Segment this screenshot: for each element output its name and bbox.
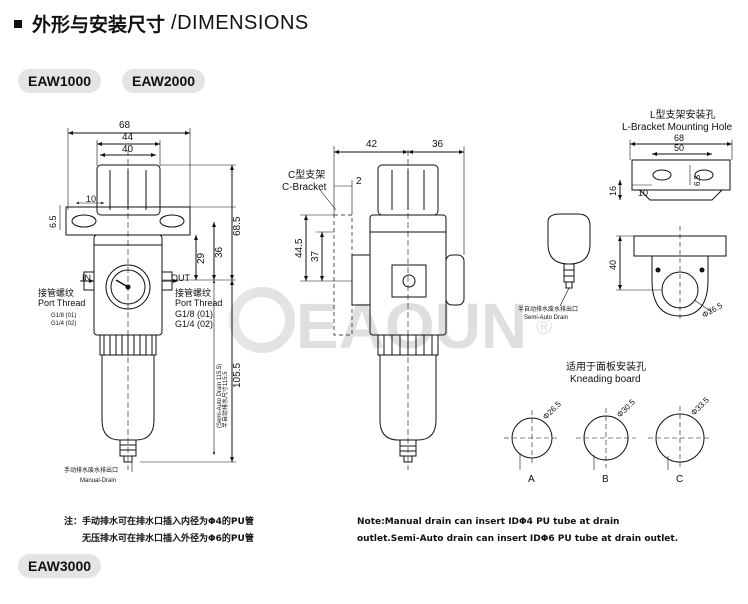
svg-text:手动排水废水排出口: 手动排水废水排出口 xyxy=(64,466,118,474)
page-title: 外形与安装尺寸/DIMENSIONS xyxy=(14,10,309,37)
note-cn-line1: 手动排水可在排水口插入内径为Φ4的PU管 xyxy=(82,517,254,527)
svg-text:Manual-Drain: Manual-Drain xyxy=(80,478,116,484)
svg-text:68: 68 xyxy=(674,133,684,143)
svg-text:36: 36 xyxy=(432,139,444,150)
svg-text:68.5: 68.5 xyxy=(232,216,243,236)
svg-text:10: 10 xyxy=(638,188,648,198)
svg-text:Port Thread: Port Thread xyxy=(38,298,85,308)
svg-text:Φ30.5: Φ30.5 xyxy=(615,397,637,419)
svg-text:40: 40 xyxy=(608,260,618,270)
model-tab-eaw2000[interactable]: EAW2000 xyxy=(122,69,206,93)
svg-text:Port Thread: Port Thread xyxy=(175,298,222,308)
svg-text:Φ26.5: Φ26.5 xyxy=(541,399,563,421)
svg-text:B: B xyxy=(602,474,609,485)
title-en: /DIMENSIONS xyxy=(171,12,309,34)
lbracket-labels: L型支架安装孔 L-Bracket Mounting Hole 68 50 10… xyxy=(608,108,732,320)
svg-text:接管螺纹: 接管螺纹 xyxy=(38,287,74,298)
svg-text:OUT: OUT xyxy=(171,273,191,283)
svg-text:C型支架: C型支架 xyxy=(288,168,325,181)
note-cn: 注：手动排水可在排水口插入内径为Φ4的PU管 无压排水可在排水口插入外径为Φ6的… xyxy=(64,514,254,548)
svg-text:G1/8 (01): G1/8 (01) xyxy=(175,309,213,319)
lbracket-view xyxy=(616,140,733,320)
note-cn-prefix: 注： xyxy=(64,517,83,527)
side-view-labels: 42 36 2 C型支架 C-Bracket 44.5 37 xyxy=(282,139,444,262)
svg-text:29: 29 xyxy=(196,252,207,264)
svg-text:IN: IN xyxy=(82,273,91,283)
model-tab-eaw1000[interactable]: EAW1000 xyxy=(18,69,102,93)
svg-text:G1/4 (02): G1/4 (02) xyxy=(51,321,76,327)
svg-text:L型支架安装孔: L型支架安装孔 xyxy=(650,108,716,121)
svg-text:2: 2 xyxy=(356,176,362,187)
note-cn-line2: 无压排水可在排水口插入外径为Φ6的PU管 xyxy=(82,534,254,544)
svg-text:Φ26.5: Φ26.5 xyxy=(701,301,725,320)
svg-text:40: 40 xyxy=(122,144,134,155)
semi-auto-drain-labels: 半自动排水废水排出口 Semi-Auto Drain xyxy=(518,305,578,321)
svg-text:6.5: 6.5 xyxy=(693,174,702,186)
svg-text:C: C xyxy=(676,474,683,485)
svg-text:44: 44 xyxy=(122,132,134,143)
svg-text:105.5: 105.5 xyxy=(232,363,243,388)
svg-text:L-Bracket Mounting Hole: L-Bracket Mounting Hole xyxy=(622,122,732,133)
svg-text:10: 10 xyxy=(86,194,96,204)
note-en-line1: Note:Manual drain can insert IDΦ4 PU tub… xyxy=(357,517,620,527)
svg-text:半自动排水尺寸115.5: 半自动排水尺寸115.5 xyxy=(221,371,229,428)
svg-text:44.5: 44.5 xyxy=(294,238,305,258)
note-en: Note:Manual drain can insert IDΦ4 PU tub… xyxy=(357,514,678,548)
svg-text:Semi-Auto Drain: Semi-Auto Drain xyxy=(524,315,568,321)
svg-text:Φ33.5: Φ33.5 xyxy=(689,395,711,417)
svg-text:G1/8 (01): G1/8 (01) xyxy=(51,313,76,319)
svg-text:适用于面板安装孔: 适用于面板安装孔 xyxy=(566,360,646,373)
svg-text:37: 37 xyxy=(310,250,321,262)
svg-text:50: 50 xyxy=(674,143,684,153)
semi-auto-drain-view xyxy=(547,213,591,307)
svg-text:6.5: 6.5 xyxy=(48,215,58,228)
svg-text:接管螺纹: 接管螺纹 xyxy=(175,287,211,298)
svg-text:(Semi-Auto Drain 115.5): (Semi-Auto Drain 115.5) xyxy=(217,364,223,428)
svg-text:C-Bracket: C-Bracket xyxy=(282,182,327,193)
svg-text:®: ® xyxy=(536,314,552,339)
bullet-square-icon xyxy=(14,19,22,28)
front-view-labels: 68 44 40 10 6.5 68.5 36 29 105.5 半自动排水尺寸… xyxy=(38,120,243,484)
svg-text:68: 68 xyxy=(119,120,131,131)
front-view xyxy=(59,128,236,472)
watermark-logo: EAOUN ® xyxy=(229,287,552,362)
svg-text:36: 36 xyxy=(214,246,225,258)
svg-text:半自动排水废水排出口: 半自动排水废水排出口 xyxy=(518,305,578,313)
svg-text:16: 16 xyxy=(608,186,618,196)
note-en-line2: outlet.Semi-Auto drain can insert IDΦ6 P… xyxy=(357,534,679,544)
svg-text:42: 42 xyxy=(366,139,378,150)
title-cn: 外形与安装尺寸 xyxy=(32,14,166,36)
kneading-labels: 适用于面板安装孔 Kneading board Φ26.5 Φ30.5 Φ33.… xyxy=(528,360,711,485)
svg-text:A: A xyxy=(528,474,535,485)
watermark-text: EAOUN xyxy=(296,290,527,362)
svg-text:G1/4 (02): G1/4 (02) xyxy=(175,319,213,329)
side-view xyxy=(300,146,465,470)
model-tab-eaw3000[interactable]: EAW3000 xyxy=(18,554,102,578)
kneading-holes xyxy=(504,406,712,470)
svg-text:Kneading board: Kneading board xyxy=(570,374,641,385)
